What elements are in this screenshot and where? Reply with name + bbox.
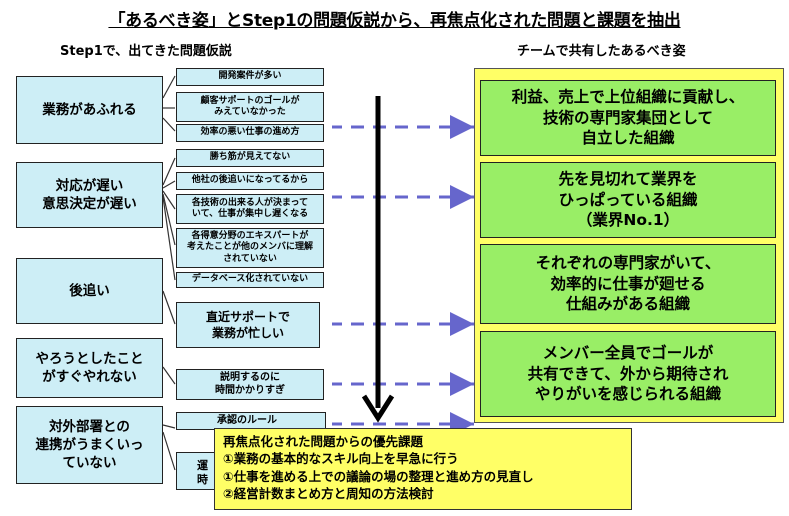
ideal-item: 利益、売上で上位組織に貢献し、 技術の専門家集団として 自立した組織 [480, 80, 776, 156]
summary-item: ①業務の基本的なスキル向上を早急に行う [223, 451, 459, 467]
hypothesis-item: 顧客サポートのゴールが みえていなかった [176, 92, 324, 122]
summary-item: ②経営計数まとめ方と周知の方法検討 [223, 485, 434, 501]
category-external-coordination: 対外部署との 連携がうまくいっ ていない [16, 406, 163, 484]
hypothesis-item: 他社の後追いになってるから [176, 172, 324, 190]
summary-heading: 再焦点化された問題からの優先課題 [223, 434, 424, 449]
hypothesis-item: 開発案件が多い [176, 68, 324, 86]
ideal-item: 先を見切れて業界を ひっぱっている組織 （業界No.1） [480, 162, 776, 238]
hypothesis-item: データベース化されていない [176, 272, 324, 288]
hypothesis-item: 各得意分野のエキスパートが 考えたことが他のメンバに理解 されていない [176, 228, 324, 268]
hypothesis-item: 説明するのに 時間かかりすぎ [176, 369, 324, 400]
category-following: 後追い [16, 258, 163, 324]
hypothesis-item: 各技術の出来る人が決まって いて、仕事が集中し遅くなる [176, 194, 324, 224]
page-title: 「あるべき姿」とStep1の問題仮説から、再焦点化された問題と課題を抽出 [108, 11, 681, 31]
ideal-item: メンバー全員でゴールが 共有できて、外から期待され やりがいを感じられる組織 [480, 331, 776, 417]
summary-item: ①仕事を進める上での議論の場の整理と進め方の見直し [223, 468, 534, 484]
left-header: Step1で、出てきた問題仮説 [60, 44, 232, 59]
right-header: チームで共有したあるべき姿 [517, 44, 686, 59]
hypothesis-item: 効率の悪い仕事の進め方 [176, 124, 324, 142]
priority-summary: 再焦点化された問題からの優先課題 ①業務の基本的なスキル向上を早急に行う ①仕事… [214, 428, 632, 510]
hypothesis-item: 直近サポートで 業務が忙しい [176, 302, 320, 348]
category-cannot-act: やろうとしたこと がすぐやれない [16, 338, 163, 398]
category-workload: 業務があふれる [16, 76, 163, 144]
hypothesis-item: 勝ち筋が見えてない [176, 149, 324, 167]
category-slow-response: 対応が遅い 意思決定が遅い [16, 162, 163, 228]
ideal-item: それぞれの専門家がいて、 効率的に仕事が廻せる 仕組みがある組織 [480, 244, 776, 324]
